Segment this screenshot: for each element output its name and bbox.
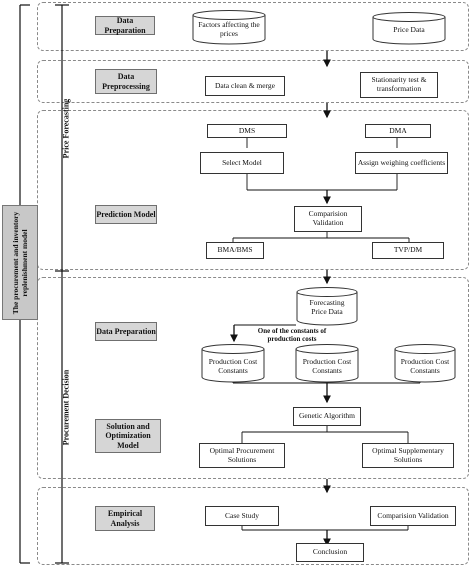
panel-data-preparation: [37, 2, 469, 51]
panel-empirical-analysis: [37, 487, 469, 565]
price-data-label: Price Data: [393, 25, 425, 34]
panel-procurement-decision: [37, 277, 469, 479]
database-icon: [295, 344, 359, 383]
phase-label-price-forecasting: Price Forecasting: [61, 98, 71, 159]
case-study-box: Case Study: [205, 506, 279, 526]
model-side-label: The procurement and inventory replenishm…: [2, 205, 38, 320]
price-data-database: Price Data: [372, 12, 446, 45]
dma-box: DMA: [365, 124, 431, 138]
section-data-preparation: Data Preparation: [95, 16, 155, 35]
panel-data-preprocessing: [37, 60, 469, 103]
production-cost-database-1: Production Cost Constants: [201, 344, 265, 383]
panel-price-forecasting: [37, 110, 469, 270]
section-solution-optimization: Solution and Optimization Model: [95, 419, 161, 453]
factors-database: Factors affecting the prices: [192, 10, 266, 45]
production-cost-database-3: Production Cost Constants: [394, 344, 456, 383]
conclusion-box: Conclusion: [296, 543, 364, 562]
section-prediction-model: Prediction Model: [95, 205, 157, 224]
database-icon: [201, 344, 265, 383]
constants-note: One of the constants of production costs: [257, 327, 327, 344]
database-icon: [296, 287, 358, 326]
stationarity-box: Stationarity test & transformation: [360, 72, 438, 98]
forecasting-price-database: Forecasting Price Data: [296, 287, 358, 326]
database-icon: [192, 10, 266, 45]
factors-label: Factors affecting the prices: [198, 20, 260, 38]
database-icon: [372, 12, 446, 45]
section-data-preparation-2: Data Preparation: [95, 322, 157, 341]
assign-weights-box: Assign weighing coefficients: [355, 152, 448, 174]
select-model-box: Select Model: [200, 152, 284, 174]
data-clean-merge-box: Data clean & merge: [205, 76, 285, 96]
optimal-procurement-box: Optimal Procurement Solutions: [199, 443, 285, 468]
section-empirical-analysis: Empirical Analysis: [95, 506, 155, 531]
comparison-validation-box: Comparision Validation: [294, 206, 362, 232]
production-cost-label-1: Production Cost Constants: [208, 357, 258, 375]
database-icon: [394, 344, 456, 383]
comparison-validation-box-2: Comparision Validation: [370, 506, 456, 526]
production-cost-label-2: Production Cost Constants: [302, 357, 352, 375]
phase-label-procurement-decision: Procurement Decision: [61, 369, 71, 446]
dms-box: DMS: [207, 124, 287, 138]
genetic-algorithm-box: Genetic Algorithm: [293, 407, 361, 426]
forecasting-price-label: Forecasting Price Data: [309, 298, 345, 316]
optimal-supplementary-box: Optimal Supplementary Solutions: [362, 443, 454, 468]
tvp-dm-box: TVP/DM: [372, 242, 444, 259]
production-cost-label-3: Production Cost Constants: [400, 357, 450, 375]
section-data-preprocessing: Data Preprocessing: [95, 69, 157, 94]
bma-bms-box: BMA/BMS: [206, 242, 264, 259]
production-cost-database-2: Production Cost Constants: [295, 344, 359, 383]
